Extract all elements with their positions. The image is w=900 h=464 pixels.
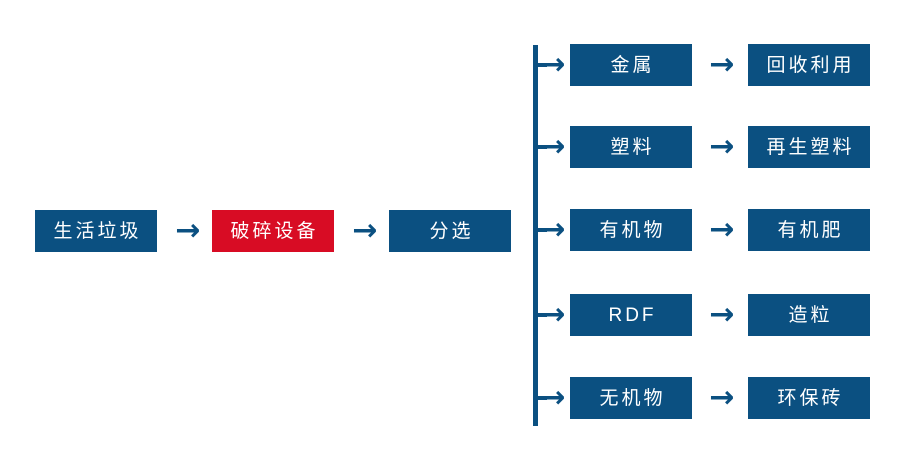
branch-trunk-line bbox=[533, 45, 538, 426]
node-branch-metal[interactable]: 金属 bbox=[570, 44, 692, 86]
branch-stub-line-3 bbox=[533, 228, 547, 232]
branch-stub-line-1 bbox=[533, 63, 547, 67]
node-label: 金属 bbox=[610, 54, 655, 76]
arrow-right-icon-product-2: → bbox=[709, 129, 735, 164]
node-branch-organic[interactable]: 有机物 bbox=[570, 209, 692, 251]
node-label: 塑料 bbox=[610, 136, 655, 158]
node-branch-inorganic[interactable]: 无机物 bbox=[570, 377, 692, 419]
arrow-right-icon-main-1: → bbox=[175, 213, 201, 248]
node-branch-rdf[interactable]: RDF bbox=[570, 294, 692, 336]
node-label: 无机物 bbox=[599, 387, 666, 409]
node-crushing-equipment[interactable]: 破碎设备 bbox=[212, 210, 334, 252]
branch-stub-line-4 bbox=[533, 313, 547, 317]
node-label: RDF bbox=[608, 304, 657, 326]
node-label: 再生塑料 bbox=[766, 136, 855, 158]
node-label: 破碎设备 bbox=[230, 220, 319, 242]
node-label: 有机物 bbox=[599, 219, 666, 241]
arrow-right-icon-branch-3: → bbox=[540, 212, 566, 247]
node-product-organic-fertilizer[interactable]: 有机肥 bbox=[748, 209, 870, 251]
node-label: 环保砖 bbox=[777, 387, 844, 409]
node-label: 生活垃圾 bbox=[53, 220, 142, 242]
arrow-right-icon-product-5: → bbox=[709, 380, 735, 415]
node-sorting[interactable]: 分选 bbox=[389, 210, 511, 252]
arrow-right-icon-main-2: → bbox=[352, 213, 378, 248]
arrow-right-icon-branch-2: → bbox=[540, 129, 566, 164]
branch-stub-line-2 bbox=[533, 145, 547, 149]
node-label: 分选 bbox=[429, 220, 474, 242]
arrow-right-icon-branch-5: → bbox=[540, 380, 566, 415]
arrow-right-icon-product-4: → bbox=[709, 297, 735, 332]
node-branch-plastic[interactable]: 塑料 bbox=[570, 126, 692, 168]
node-label: 有机肥 bbox=[777, 219, 844, 241]
node-product-recycling[interactable]: 回收利用 bbox=[748, 44, 870, 86]
branch-stub-line-5 bbox=[533, 396, 547, 400]
node-household-waste[interactable]: 生活垃圾 bbox=[35, 210, 157, 252]
arrow-right-icon-product-3: → bbox=[709, 212, 735, 247]
node-label: 回收利用 bbox=[766, 54, 855, 76]
node-label: 造粒 bbox=[788, 304, 833, 326]
node-product-recycled-plastic[interactable]: 再生塑料 bbox=[748, 126, 870, 168]
node-product-eco-brick[interactable]: 环保砖 bbox=[748, 377, 870, 419]
node-product-granulation[interactable]: 造粒 bbox=[748, 294, 870, 336]
arrow-right-icon-product-1: → bbox=[709, 47, 735, 82]
arrow-right-icon-branch-4: → bbox=[540, 297, 566, 332]
arrow-right-icon-branch-1: → bbox=[540, 47, 566, 82]
